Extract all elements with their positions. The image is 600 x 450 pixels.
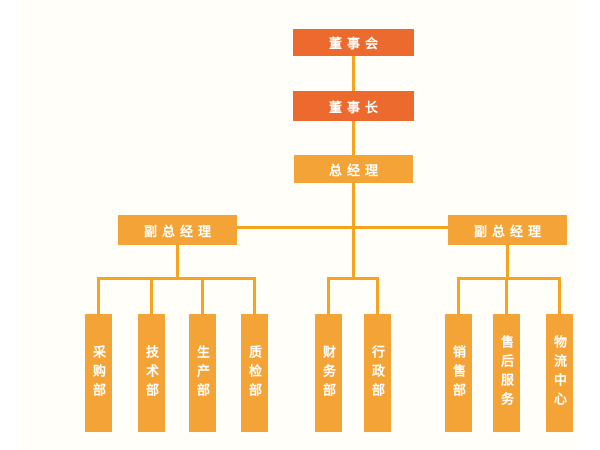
node-chairman: 董事长 (293, 91, 414, 121)
connector-stub-left-1 (97, 277, 100, 316)
node-dept-finance: 财务部 (315, 314, 342, 432)
connector-right-group-horizontal (457, 277, 561, 280)
connector-board-chairman (352, 55, 355, 92)
connector-stub-middle-2 (376, 277, 379, 316)
connector-stub-left-2 (150, 277, 153, 316)
connector-stub-left-3 (201, 277, 204, 316)
node-dept-logistics: 物流中心 (546, 314, 573, 432)
node-deputy-gm-left: 副总经理 (118, 215, 237, 245)
node-dept-quality: 质检部 (241, 314, 268, 432)
connector-deputy-left-down (176, 244, 179, 280)
connector-stub-left-4 (253, 277, 256, 316)
connector-stub-right-2 (505, 277, 508, 316)
node-deputy-gm-right: 副总经理 (448, 215, 567, 245)
node-general-manager: 总经理 (294, 155, 413, 183)
node-dept-administration: 行政部 (364, 314, 391, 432)
connector-deputy-right-down (506, 244, 509, 280)
connector-stub-middle-1 (327, 277, 330, 316)
node-dept-technology: 技术部 (138, 314, 165, 432)
node-dept-sales: 销售部 (445, 314, 472, 432)
connector-middle-group-horizontal (327, 277, 379, 280)
node-dept-aftersales: 售后服务 (493, 314, 520, 432)
connector-gm-trunk (352, 182, 355, 280)
connector-left-group-horizontal (97, 277, 256, 280)
connector-stub-right-1 (457, 277, 460, 316)
chart-background: 董事会 董事长 总经理 副总经理 副总经理 采购部 技术部 生产部 质检部 财务… (20, 0, 577, 450)
connector-stub-right-3 (558, 277, 561, 316)
connector-deputies-horizontal (236, 226, 450, 229)
node-board: 董事会 (293, 29, 414, 56)
connector-chairman-gm (352, 120, 355, 156)
node-dept-production: 生产部 (189, 314, 216, 432)
node-dept-purchasing: 采购部 (85, 314, 112, 432)
